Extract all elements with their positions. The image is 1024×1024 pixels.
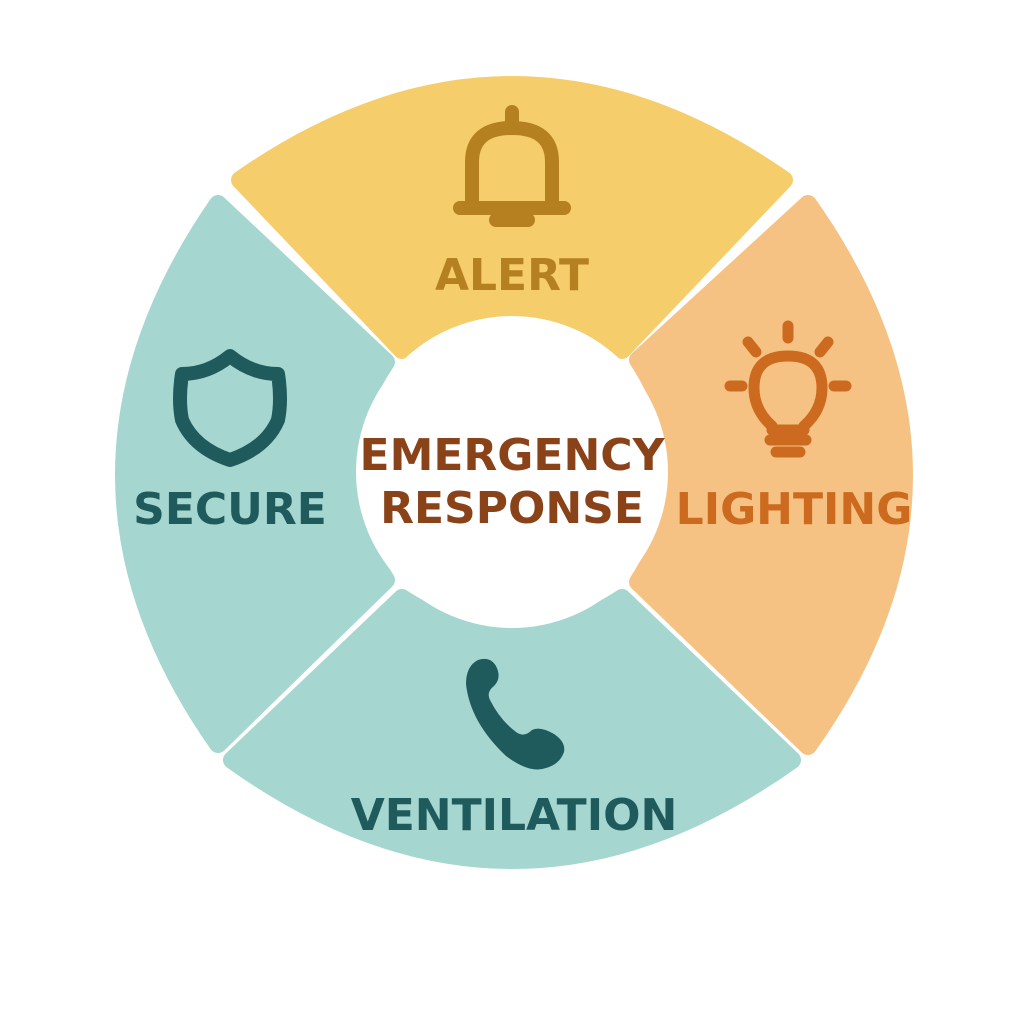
center-title-line-1: EMERGENCY [360, 430, 666, 481]
segment-lighting[interactable] [629, 195, 913, 755]
label-ventilation: VENTILATION [351, 790, 678, 841]
label-alert: ALERT [435, 250, 589, 301]
lightbulb-icon [724, 320, 852, 458]
label-secure: SECURE [133, 484, 327, 535]
center-hub [356, 316, 668, 628]
phone-icon [466, 658, 565, 770]
center-title-line-2: RESPONSE [380, 483, 644, 534]
segment-secure[interactable] [115, 195, 395, 753]
label-lighting: LIGHTING [676, 484, 913, 535]
bell-icon [453, 105, 571, 227]
shield-icon [173, 349, 287, 467]
